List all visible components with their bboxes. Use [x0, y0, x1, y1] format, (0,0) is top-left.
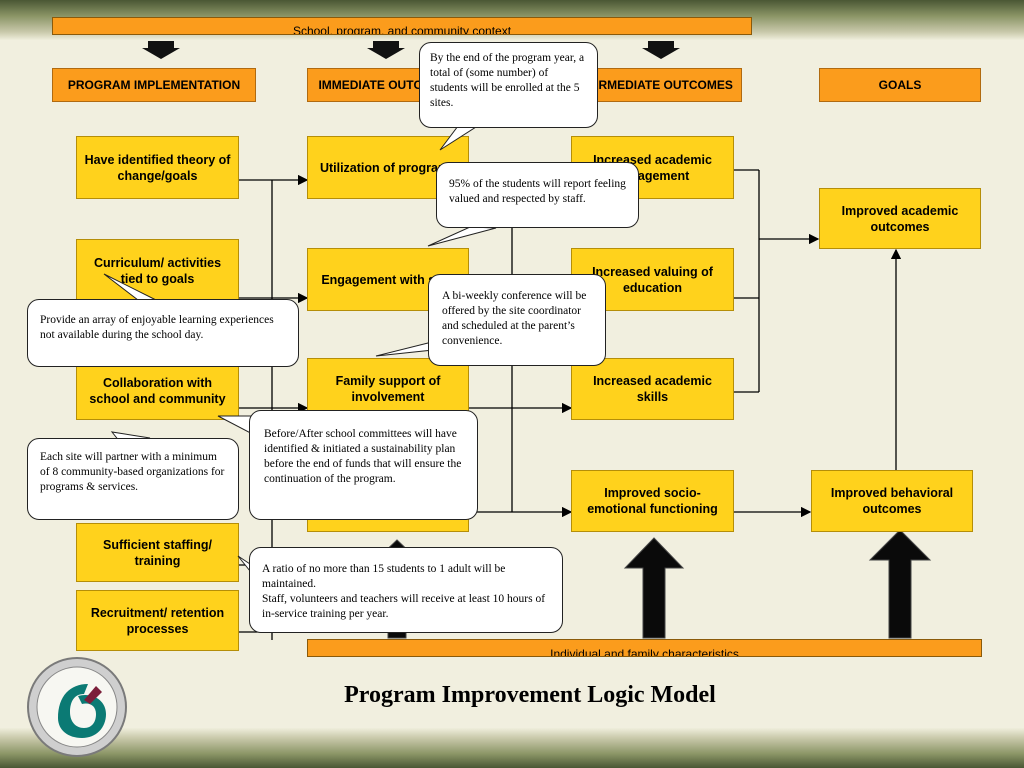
box-collaboration: Collaboration with school and community [76, 362, 239, 420]
header-goals: GOALS [819, 68, 981, 102]
box-recruitment-retention: Recruitment/ retention processes [76, 590, 239, 651]
box-family-support: Family support of involvement [307, 358, 469, 420]
callout-ratio-training: A ratio of no more than 15 students to 1… [249, 547, 563, 633]
callout-committees: Before/After school committees will have… [249, 410, 478, 520]
box-behavioral-outcomes: Improved behavioral outcomes [811, 470, 973, 532]
callout-activities: Provide an array of enjoyable learning e… [27, 299, 299, 367]
callout-valued: 95% of the students will report feeling … [436, 162, 639, 228]
callout-enrollment: By the end of the program year, a total … [419, 42, 598, 128]
callout-conference: A bi-weekly conference will be offered b… [428, 274, 606, 366]
box-theory-of-change: Have identified theory of change/goals [76, 136, 239, 199]
box-staffing-training: Sufficient staffing/ training [76, 523, 239, 582]
bottom-banner [0, 728, 1024, 768]
callout-training-line: Staff, volunteers and teachers will rece… [262, 593, 546, 620]
box-academic-outcomes: Improved academic outcomes [819, 188, 981, 249]
context-bar: School, program, and community context [52, 17, 752, 35]
callout-ratio-line: A ratio of no more than 15 students to 1… [262, 563, 506, 590]
header-program-implementation: PROGRAM IMPLEMENTATION [52, 68, 256, 102]
box-curriculum-activities: Curriculum/ activities tied to goals [76, 239, 239, 302]
box-academic-skills: Increased academic skills [571, 358, 734, 420]
university-outreach-logo [27, 657, 127, 757]
characteristics-bar: Individual and family characteristics [307, 639, 982, 657]
slide-title: Program Improvement Logic Model [344, 682, 716, 708]
box-socio-emotional: Improved socio-emotional functioning [571, 470, 734, 532]
callout-partners: Each site will partner with a minimum of… [27, 438, 239, 520]
